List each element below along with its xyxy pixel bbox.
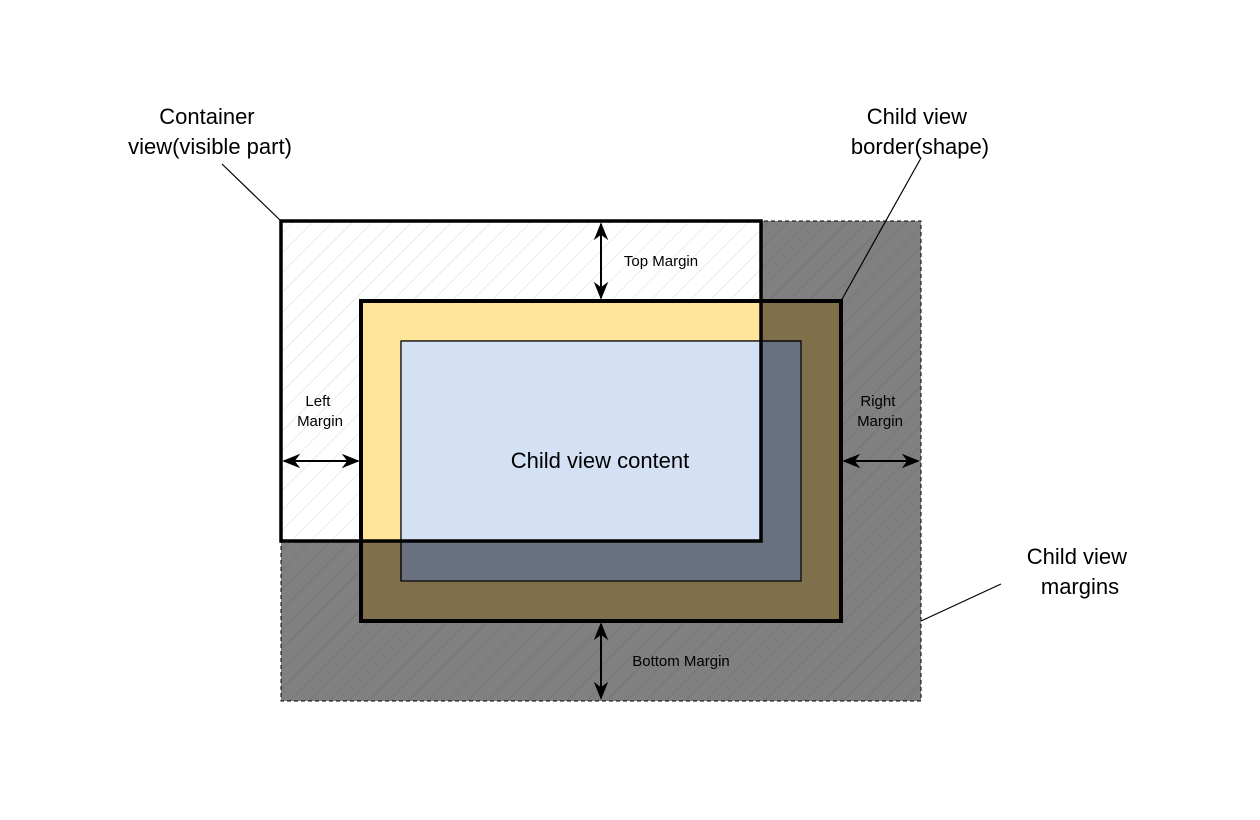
right-margin-label-line2: Margin bbox=[857, 413, 903, 430]
bottom-margin-label: Bottom Margin bbox=[632, 653, 730, 670]
container-view-leader bbox=[221, 163, 282, 222]
child-view-border-leader bbox=[840, 157, 922, 302]
child-view-content-label: Child view content bbox=[511, 448, 690, 473]
left-margin-label-line1: Left bbox=[305, 393, 331, 410]
child-view-border-outline bbox=[359, 299, 843, 623]
container-view-label: Container view(visible part) bbox=[128, 104, 292, 159]
child-view-border-label: Child view border(shape) bbox=[851, 104, 989, 159]
child-view-margins-leader bbox=[920, 583, 1002, 622]
child-view-margins-label-line1: Child view bbox=[1027, 544, 1127, 569]
container-view-outline bbox=[279, 219, 763, 543]
right-margin-label: Right Margin bbox=[857, 393, 903, 430]
left-margin-label-line2: Margin bbox=[297, 413, 343, 430]
left-margin-label: Left Margin bbox=[297, 393, 343, 430]
child-view-content-area bbox=[400, 340, 802, 582]
container-view-label-line2: view(visible part) bbox=[128, 134, 292, 159]
content-fill-visible bbox=[401, 341, 761, 541]
right-margin-label-line1: Right bbox=[860, 393, 896, 410]
child-view-margins-label-line2: margins bbox=[1041, 574, 1119, 599]
child-view-margins-label: Child view margins bbox=[1027, 544, 1133, 599]
child-view-border-label-line2: border(shape) bbox=[851, 134, 989, 159]
container-view-label-line1: Container bbox=[159, 104, 254, 129]
top-margin-label: Top Margin bbox=[624, 253, 698, 270]
child-view-border-label-line1: Child view bbox=[867, 104, 967, 129]
